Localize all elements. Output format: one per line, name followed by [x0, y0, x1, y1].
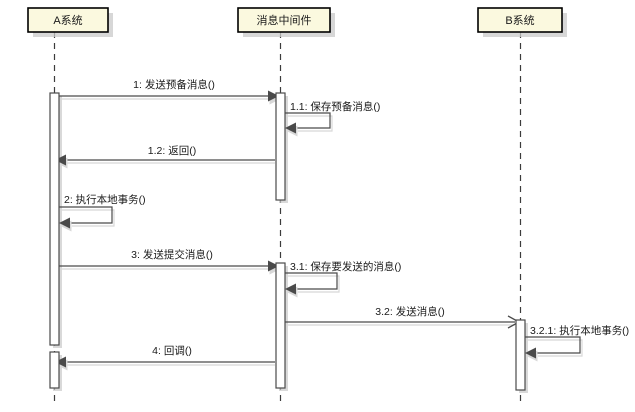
self-message-shadow [287, 275, 340, 293]
activation-shadows-layer [53, 96, 528, 393]
activation-bar-mq [275, 262, 286, 389]
messages-layer [55, 90, 583, 371]
message-label-4: 4: 回调() [152, 345, 192, 357]
arrowhead-self-3.2.1 [525, 347, 536, 359]
message-label-1.2: 1.2: 返回() [148, 145, 196, 157]
arrowhead-4 [55, 356, 66, 368]
arrowhead-3 [268, 260, 279, 272]
self-message-shadow [287, 115, 333, 132]
self-message-shadow [61, 209, 115, 227]
self-message-shadow [527, 339, 583, 357]
arrowhead-self-1.1 [285, 122, 296, 134]
lifeline-heads-layer: A系统 消息中间件 B系统 [27, 7, 567, 37]
arrowhead-self-2 [59, 217, 70, 229]
activation-bar-mq [275, 92, 286, 201]
message-labels-layer: 1: 发送预备消息() 1.1: 保存预备消息() 1.2: 返回() 2: 执行本地… [64, 78, 629, 357]
arrowhead-1 [268, 90, 279, 102]
message-label-3: 3: 发送提交消息() [131, 248, 213, 261]
self-message-line-3.1 [285, 272, 338, 290]
lifeline-head-label-a: A系统 [53, 14, 82, 27]
self-message-line-2 [59, 206, 113, 224]
activation-bar-a [49, 92, 60, 346]
lifeline-head-label-mq: 消息中间件 [257, 13, 312, 27]
lifeline-head-box-b[interactable] [477, 7, 563, 33]
lifeline-head-box-mq[interactable] [237, 7, 331, 33]
activation-bar-a [49, 351, 60, 389]
self-message-line-3.2.1 [525, 336, 581, 354]
lifeline-head-label-b: B系统 [505, 14, 534, 27]
message-label-1: 1: 发送预备消息() [133, 78, 215, 91]
message-label-3.1: 3.1: 保存要发送的消息() [290, 260, 401, 273]
message-label-3.2.1: 3.2.1: 执行本地事务() [530, 324, 629, 337]
activation-bars-layer [49, 92, 526, 391]
activation-bar-b [515, 319, 526, 391]
message-label-2: 2: 执行本地事务() [64, 193, 146, 206]
lifeline-head-box-a[interactable] [27, 7, 109, 33]
self-message-line-1.1 [285, 112, 331, 129]
message-label-3.2: 3.2: 发送消息() [375, 305, 444, 318]
message-label-1.1: 1.1: 保存预备消息() [290, 100, 380, 113]
arrowhead-1.2 [55, 154, 66, 166]
arrowhead-self-3.1 [285, 283, 296, 295]
